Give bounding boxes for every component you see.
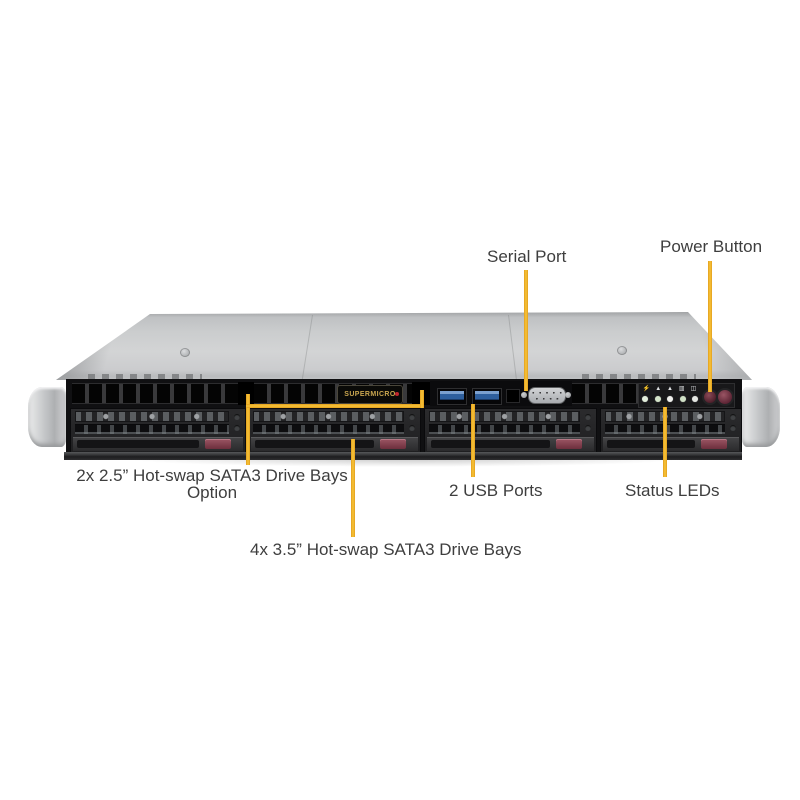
tray-release-latch xyxy=(205,439,231,449)
tray-screw xyxy=(409,414,415,420)
fan-fail-warning-icon: ▲ xyxy=(667,386,673,392)
rack-ear-left xyxy=(28,387,66,447)
tray-screw xyxy=(234,414,240,420)
tray-front-pattern xyxy=(75,411,229,422)
usb-ports-leader-line xyxy=(471,404,475,477)
nic-activity-icon: ▥ xyxy=(678,386,685,392)
io-port-block xyxy=(430,381,572,406)
tray-handle xyxy=(603,437,739,451)
status-led xyxy=(667,396,673,402)
tray-screw xyxy=(585,425,591,431)
drive-bays-35-leader-line xyxy=(351,439,355,537)
supermicro-logo-dot xyxy=(395,392,399,396)
tray-release-latch xyxy=(701,439,727,449)
rack-ear-right xyxy=(742,387,780,447)
status-icon-row: ⚡ ▲ ▲ ▥ ◫ xyxy=(642,384,698,394)
tray-handle-bar xyxy=(77,440,199,448)
usb-ports-label: 2 USB Ports xyxy=(449,481,543,500)
tray-vent-row xyxy=(253,424,404,434)
drive-tray-4 xyxy=(600,408,742,455)
supermicro-logo-text: SUPERMICRO xyxy=(344,390,396,399)
tray-release-latch xyxy=(556,439,582,449)
aux-port xyxy=(506,389,520,403)
tray-handle-bar xyxy=(255,440,374,448)
serial-port-connector xyxy=(528,387,566,404)
chassis-shadow xyxy=(58,459,750,469)
overheat-warning-icon: ▲ xyxy=(655,386,662,392)
status-led-row xyxy=(642,396,698,404)
hdd-activity-icon: ◫ xyxy=(690,386,697,392)
tray-handle-bar xyxy=(431,440,550,448)
tray-screw xyxy=(730,414,736,420)
drive-tray-1 xyxy=(70,408,246,455)
serial-jack-screw-left xyxy=(521,392,527,398)
drive-bays-25-bracket-horizontal xyxy=(246,404,424,408)
lid-screw-left xyxy=(180,348,190,357)
status-led xyxy=(692,396,698,402)
drive-tray-2 xyxy=(248,408,421,455)
usb-port-2 xyxy=(472,388,502,405)
drive-bays-25-label: 2x 2.5” Hot-swap SATA3 Drive Bays Option xyxy=(52,467,372,501)
status-leds-leader-line xyxy=(663,407,667,477)
drive-tray-3 xyxy=(424,408,597,455)
serial-port-label: Serial Port xyxy=(487,247,567,266)
usb-port-2-tongue xyxy=(475,391,499,400)
lid-vent-dashes-right xyxy=(582,374,696,379)
tray-handle xyxy=(73,437,243,451)
drive-bays-35-label: 4x 3.5” Hot-swap SATA3 Drive Bays xyxy=(250,540,522,559)
status-led-panel: ⚡ ▲ ▲ ▥ ◫ xyxy=(638,383,735,408)
tray-handle xyxy=(251,437,418,451)
status-led xyxy=(642,396,648,402)
vent-row-right xyxy=(572,383,638,404)
vent-row-left xyxy=(72,383,238,404)
drive-bays-25-bracket-stub xyxy=(420,390,424,408)
tray-vent-row xyxy=(75,424,229,434)
power-button xyxy=(716,388,734,406)
tray-front-pattern xyxy=(429,411,580,422)
usb-port-1-tongue xyxy=(440,391,464,400)
serial-port-leader-line xyxy=(524,270,528,391)
serial-jack-screw-right xyxy=(565,392,571,398)
drive-bays-25-label-line1: 2x 2.5” Hot-swap SATA3 Drive Bays xyxy=(76,466,348,485)
tray-handle-bar xyxy=(607,440,695,448)
chassis-bottom-rail xyxy=(64,452,742,460)
status-led xyxy=(679,396,686,402)
option-bay-slot-left xyxy=(238,382,254,405)
lid-screw-right xyxy=(617,346,627,355)
drive-bays-25-bracket-vertical xyxy=(246,394,250,465)
status-leds-label: Status LEDs xyxy=(625,481,720,500)
power-button-leader-line xyxy=(708,261,712,392)
power-button-label: Power Button xyxy=(660,237,763,256)
tray-front-pattern xyxy=(253,411,404,422)
tray-screw xyxy=(730,425,736,431)
usb-port-1 xyxy=(437,388,467,405)
supermicro-logo-badge: SUPERMICRO xyxy=(337,385,403,404)
tray-handle xyxy=(427,437,594,451)
tray-screw xyxy=(409,425,415,431)
tray-release-latch xyxy=(380,439,406,449)
tray-screw xyxy=(234,425,240,431)
chassis-lid xyxy=(56,312,752,380)
tray-screw xyxy=(585,414,591,420)
lid-vent-dashes-left xyxy=(88,374,202,379)
power-led-icon: ⚡ xyxy=(642,386,651,392)
status-led xyxy=(654,396,661,402)
drive-bays-25-label-line2: Option xyxy=(186,483,238,502)
tray-vent-row xyxy=(429,424,580,434)
